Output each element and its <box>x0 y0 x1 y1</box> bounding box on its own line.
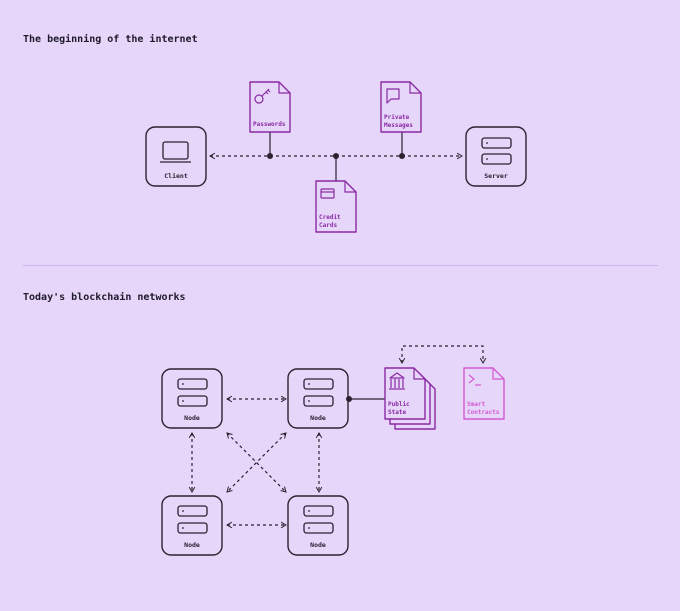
node-box: Node <box>161 495 223 556</box>
chat-bubble-icon <box>386 88 400 104</box>
server-box: Server <box>465 126 527 187</box>
node-label: Node <box>184 541 200 549</box>
public-state-label-line1: Public <box>388 401 410 408</box>
passwords-document: Passwords <box>249 81 291 133</box>
node-box: Node <box>287 495 349 556</box>
credit-card-icon <box>320 188 335 199</box>
private-messages-document: Private Messages <box>380 81 422 133</box>
smart-contracts-document: Smart Contracts <box>463 367 505 420</box>
terminal-prompt-icon <box>468 374 481 386</box>
smart-contracts-label-line1: Smart <box>467 401 485 408</box>
node-label: Node <box>310 414 326 422</box>
server-label: Server <box>484 172 508 180</box>
server-icon <box>481 137 512 165</box>
credit-cards-label-line2: Cards <box>319 222 337 229</box>
node-link-diagonal <box>226 432 287 493</box>
public-state-label-line2: State <box>388 409 406 416</box>
client-box: Client <box>145 126 207 187</box>
public-state-document-stack: Public State <box>384 367 436 430</box>
server-icon <box>303 378 334 407</box>
section-divider <box>23 265 658 266</box>
server-icon <box>177 505 208 534</box>
private-messages-label-line2: Messages <box>384 122 413 129</box>
server-icon <box>303 505 334 534</box>
smart-contracts-label-line2: Contracts <box>467 409 500 416</box>
junction-dot <box>333 153 339 159</box>
junction-dot <box>346 396 352 402</box>
node-label: Node <box>184 414 200 422</box>
server-icon <box>177 378 208 407</box>
state-contracts-link <box>398 345 487 364</box>
credit-cards-document: Credit Cards <box>315 180 357 233</box>
credit-cards-label-line1: Credit <box>319 214 341 221</box>
key-icon <box>254 88 271 104</box>
section-title-internet: The beginning of the internet <box>23 34 198 45</box>
node-box: Node <box>287 368 349 429</box>
client-label: Client <box>164 172 188 180</box>
bank-icon <box>389 372 405 390</box>
private-messages-label-line1: Private <box>384 114 410 121</box>
laptop-icon <box>160 141 191 163</box>
node-label: Node <box>310 541 326 549</box>
junction-dot <box>267 153 273 159</box>
junction-dot <box>399 153 405 159</box>
node-box: Node <box>161 368 223 429</box>
passwords-label: Passwords <box>253 121 286 128</box>
section-title-blockchain: Today's blockchain networks <box>23 292 186 303</box>
